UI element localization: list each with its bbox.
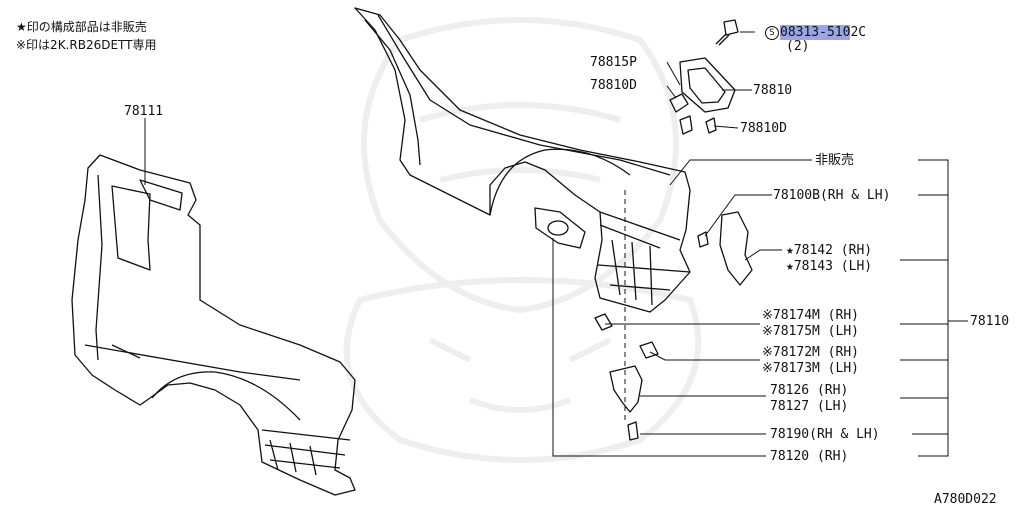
bracket-78142-drawing (719, 211, 753, 286)
label-78142: ★78142 (RH) (786, 243, 873, 258)
bolt-code-suffix: 2C (850, 25, 867, 40)
diagram-code: A780D022 (934, 492, 997, 507)
note-engine-specific: ※印は2K.RB26DETT専用 (16, 38, 157, 52)
watermark-emblem (343, 17, 702, 463)
outer-quarter-panel-drawing (71, 154, 356, 496)
label-78173M: ※78173M (LH) (762, 361, 859, 376)
label-78120: 78120 (RH) (770, 449, 849, 464)
label-78175M: ※78175M (LH) (762, 324, 859, 339)
label-78815P: 78815P (590, 55, 637, 70)
label-bolt-qty: (2) (786, 39, 810, 54)
lid-78810-drawing (679, 57, 736, 113)
label-78190: 78190(RH & LH) (770, 427, 880, 442)
label-not-sold: 非販売 (815, 153, 855, 168)
label-78127: 78127 (LH) (770, 399, 849, 414)
label-78172M: ※78172M (RH) (762, 345, 859, 360)
s-circle-icon: S (765, 26, 779, 40)
label-78110: 78110 (970, 314, 1010, 329)
label-78126: 78126 (RH) (770, 383, 849, 398)
label-78810: 78810 (753, 83, 793, 98)
bolt-code-highlight: 08313-510 (780, 25, 851, 40)
label-78174M: ※78174M (RH) (762, 308, 859, 323)
label-78810D-upper: 78810D (590, 78, 637, 93)
leader-lines (144, 31, 968, 457)
clips-drawing (594, 93, 717, 441)
note-not-sold: ★印の構成部品は非販売 (16, 20, 147, 34)
label-78100B: 78100B(RH & LH) (773, 188, 891, 203)
label-78111: 78111 (124, 104, 164, 119)
reinforcement-78126-drawing (609, 365, 643, 413)
label-78143: ★78143 (LH) (786, 259, 873, 274)
plate-78120-drawing (534, 207, 586, 249)
bolt-drawing (715, 19, 739, 46)
label-78810D-lower: 78810D (740, 121, 787, 136)
inner-wheelhouse-panel-drawing (354, 7, 691, 313)
